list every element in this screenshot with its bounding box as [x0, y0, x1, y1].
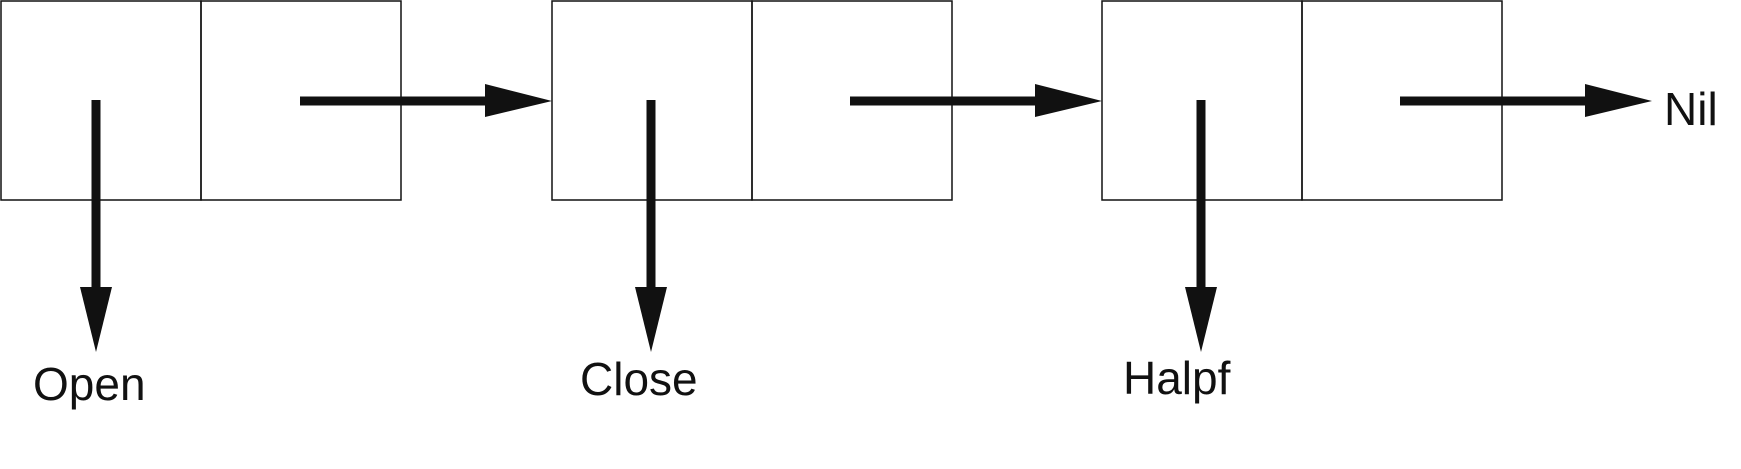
car-pointer-arrow-3: [1185, 100, 1217, 352]
cell-1-car-box: [0, 0, 202, 201]
car-value-label-1: Open: [33, 358, 146, 410]
car-value-label-2: Close: [580, 353, 698, 405]
car-value-label-3: Halpf: [1123, 352, 1231, 404]
car-pointer-arrow-2: [635, 100, 667, 352]
cdr-pointer-arrow-1: [300, 84, 552, 117]
cdr-pointer-arrow-3: [1400, 84, 1652, 117]
car-pointer-arrow-1: [80, 100, 112, 352]
nil-terminator-label: Nil: [1664, 83, 1718, 135]
cdr-pointer-arrow-2: [850, 84, 1102, 117]
